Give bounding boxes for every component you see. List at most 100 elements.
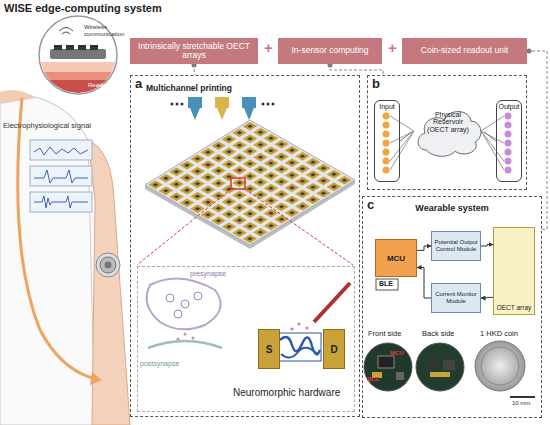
reservoir-network: [505, 149, 512, 156]
oect-array-sheet: [231, 178, 245, 189]
connector-line: [417, 246, 431, 250]
reservoir-network: [505, 113, 512, 120]
signal-trace-boxes: [30, 192, 92, 212]
pcb-photos: [481, 347, 519, 385]
skin-inset: [78, 45, 86, 50]
module-box: Current Monitor Module: [431, 283, 481, 313]
skin-inset: [54, 45, 62, 50]
arm-patch: [96, 253, 120, 277]
signal-caption: Electrophysiological signal: [3, 122, 91, 130]
input-layer: Input: [374, 100, 400, 182]
node-label: Neuromorphic hardware: [233, 387, 340, 398]
reservoir-network: [505, 131, 512, 138]
transistor-channel: [278, 333, 321, 361]
cloud-outline: [418, 112, 481, 157]
pcb-photos: [416, 343, 464, 391]
node-label: Current Monitor Module: [434, 291, 478, 304]
skin-inset: [50, 49, 106, 59]
oect-array-sheet: [145, 120, 355, 245]
module-tag: BLE: [379, 280, 393, 288]
person-illustration: [0, 96, 95, 425]
ble-tag: [376, 279, 398, 290]
person-illustration: [18, 98, 92, 378]
callout-text: Readout: [88, 82, 111, 89]
print-nozzles: [190, 108, 200, 120]
synapse-drawing: [166, 294, 174, 302]
reservoir-network: [505, 140, 512, 147]
module-box: Potential Output Control Module: [431, 231, 481, 261]
drain-electrode: D: [323, 329, 345, 369]
inset-box: Neuromorphic hardware S D: [137, 266, 355, 412]
signal-trace-boxes: [34, 170, 88, 183]
reservoir-network: [505, 167, 512, 174]
node-label: Physical Reservoir (OECT array): [422, 111, 474, 133]
panel-subtitle: Multichannel printing: [146, 84, 232, 93]
pcb-photos: [396, 372, 404, 380]
connector-line: [417, 268, 431, 299]
photo-caption: Front side: [368, 330, 401, 338]
skin-inset: [38, 62, 120, 72]
node-label: Wearable system: [363, 203, 541, 213]
synapse-drawing: [174, 310, 182, 318]
node-label: Output: [498, 103, 519, 110]
skin-inset: [38, 16, 120, 100]
print-nozzles: [188, 97, 202, 108]
reservoir-network: [390, 116, 414, 170]
connector-line: [400, 132, 412, 141]
oect-array-sheet: [245, 189, 353, 265]
synapse-drawing: [194, 292, 202, 300]
arm-patch: [100, 257, 116, 273]
transistor-channel: [281, 348, 318, 358]
signal-trace-boxes: [30, 140, 92, 212]
oect-array-sheet: [137, 189, 231, 265]
synapse-drawing: [191, 336, 194, 339]
node-label: D: [330, 344, 337, 355]
node-label: MCU: [387, 254, 405, 263]
signal-trace-boxes: [30, 166, 92, 186]
node-label: Coin-sized readout unit: [421, 46, 508, 55]
pcb-photos: [378, 356, 394, 368]
pcb-photos: [510, 396, 535, 398]
person-illustration: [90, 372, 102, 385]
node-label: Intrinsically stretchable OECT arrays: [134, 42, 254, 61]
print-nozzles: [215, 97, 229, 108]
node-label: OECT array: [497, 304, 532, 311]
oect-array-sheet: [137, 120, 355, 265]
pcb-photos: [364, 341, 535, 397]
transistor-channel: [290, 327, 293, 330]
print-nozzles: [171, 97, 275, 120]
output-layer: Output: [496, 100, 522, 182]
connector-line: [481, 297, 493, 299]
reservoir-network: [383, 131, 390, 138]
signal-trace-boxes: [34, 196, 88, 208]
synapse-drawing: [147, 279, 222, 348]
reservoir-network: [505, 122, 512, 129]
pcb-photos: [428, 358, 438, 366]
photo-tag: MCU: [390, 350, 404, 357]
connector-line: [527, 51, 547, 229]
reservoir-network: [383, 122, 390, 129]
print-nozzles: [244, 108, 254, 120]
reservoir-network: [481, 116, 504, 170]
person-illustration: [88, 140, 130, 425]
skin-inset: [38, 80, 120, 100]
scale-bar-label: 10 mm: [512, 400, 530, 407]
reservoir-network: [383, 113, 390, 120]
part-name: postsynapse: [140, 360, 179, 368]
print-nozzles: [176, 103, 179, 106]
panel-letter: c: [367, 197, 374, 212]
print-nozzles: [272, 103, 275, 106]
person-illustration: [0, 90, 36, 104]
pcb-photos: [430, 372, 450, 377]
node-label: Potential Output Control Module: [434, 239, 478, 252]
oect-box: OECT array: [493, 227, 535, 315]
signal-trace-boxes: [34, 147, 88, 155]
pcb-photos: [364, 343, 412, 391]
arm-patch: [105, 262, 112, 269]
oect-array-sheet: [145, 120, 355, 245]
skin-inset: [38, 72, 120, 80]
source-electrode: S: [258, 329, 280, 369]
node-label: In-sensor computing: [291, 46, 368, 55]
callout-text: Wireless communication: [84, 24, 120, 37]
connector-line: [330, 64, 383, 75]
